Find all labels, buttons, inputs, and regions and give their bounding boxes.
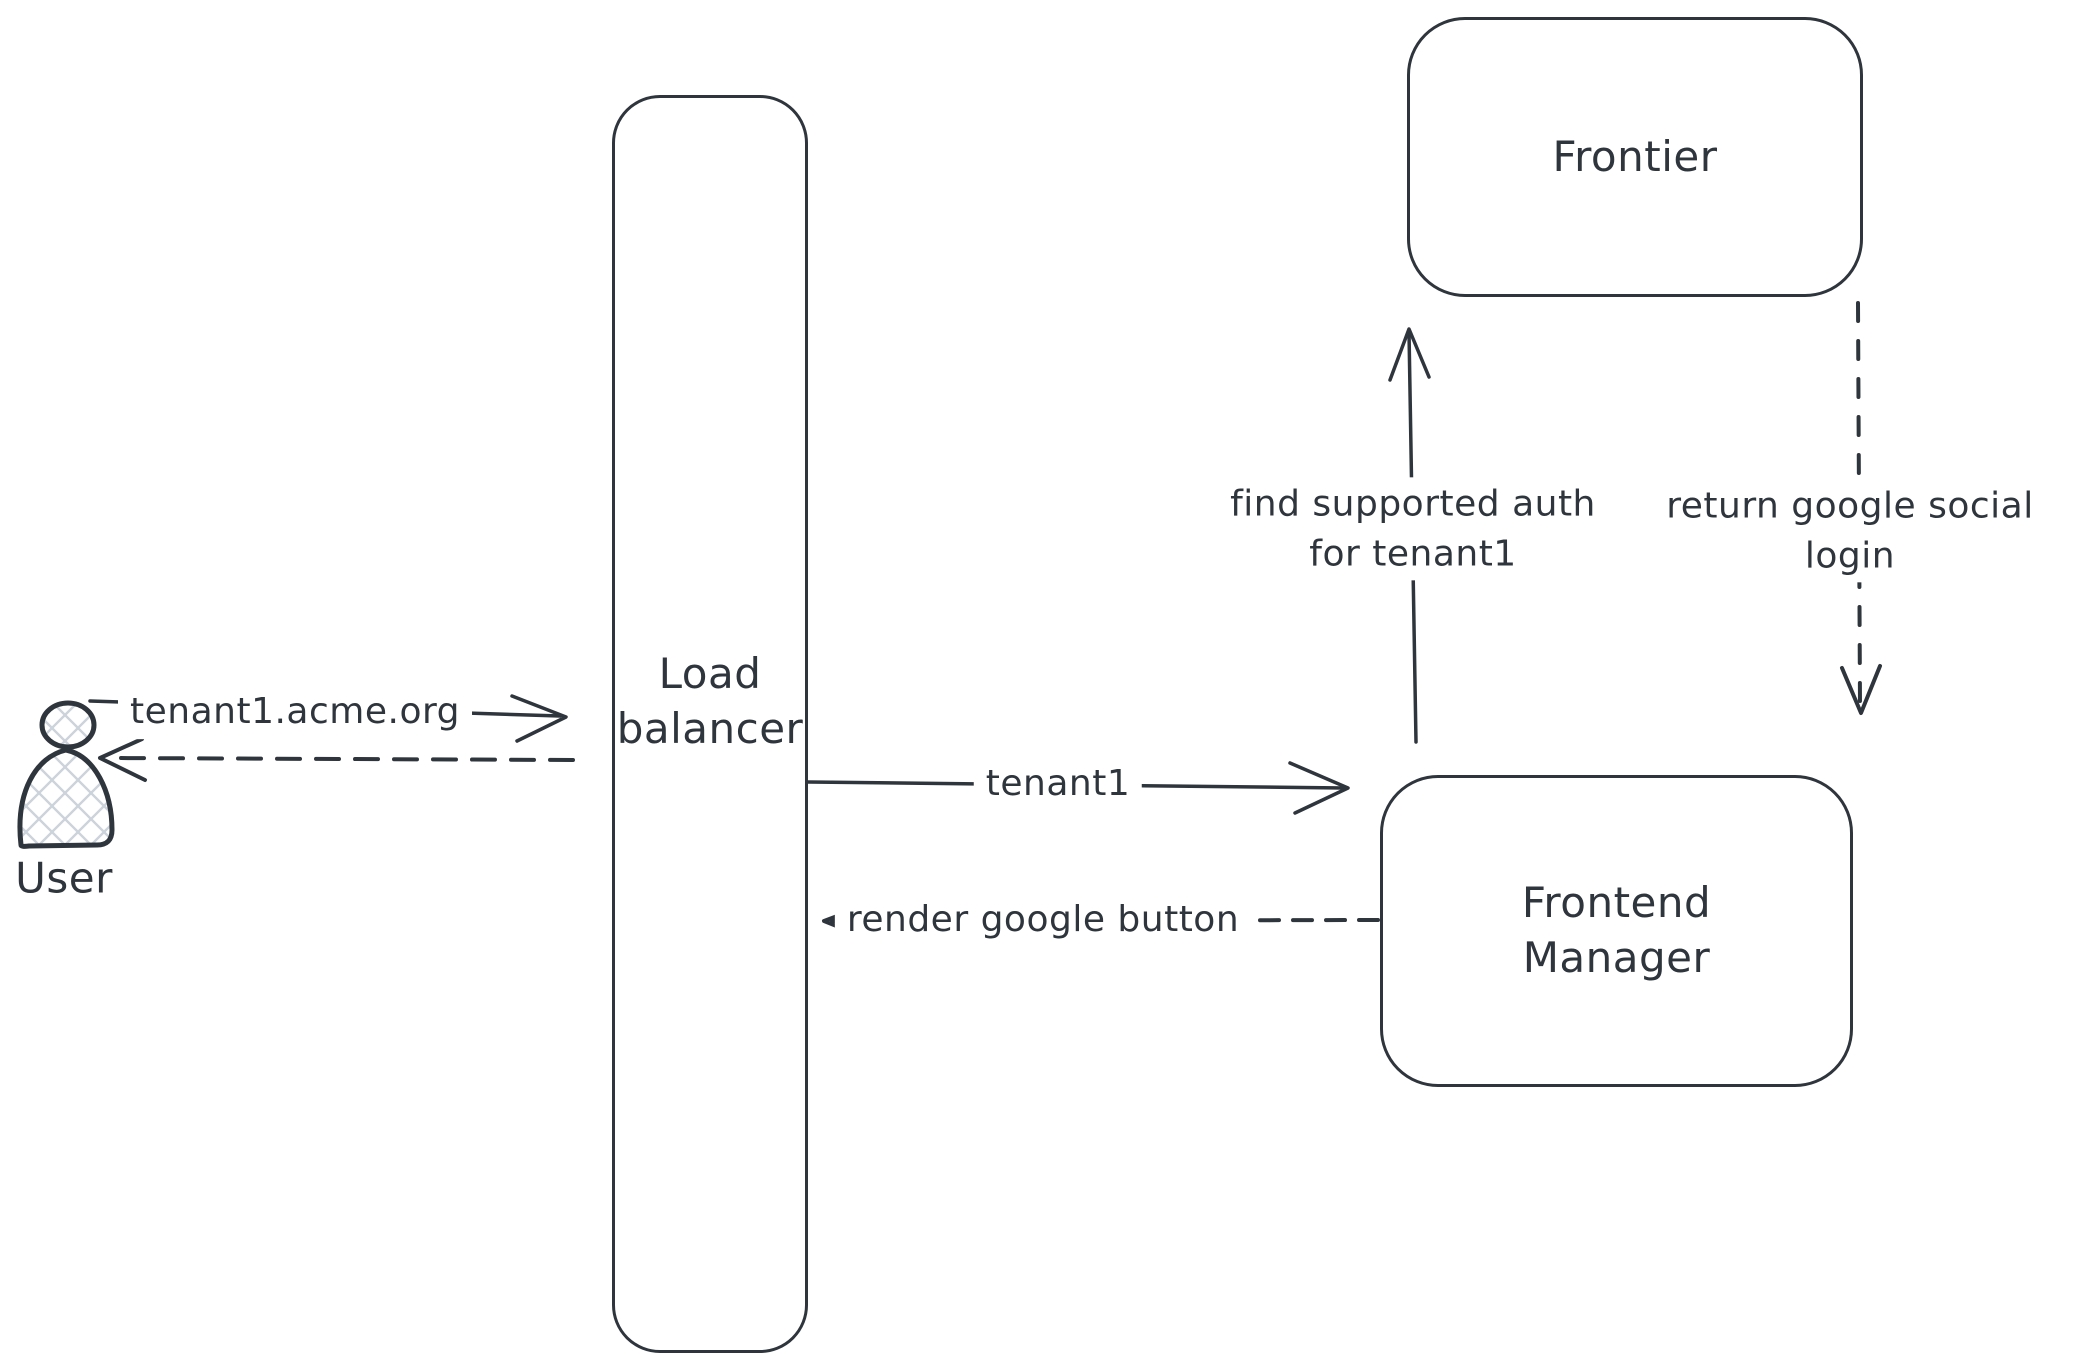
load-balancer-node: Load balancer [612,95,808,1353]
edge-label-tenant1-acme-org: tenant1.acme.org [118,685,472,739]
edge-label-return-google-social-login: return google social login [1654,479,2046,583]
edge-label-render-google-button: render google button [834,893,1252,947]
frontier-node: Frontier [1407,17,1863,297]
frontend-manager-label-line2: Manager [1522,933,1711,982]
frontend-manager-label: Frontend Manager [1522,876,1711,985]
edge-label-find-supported-auth-line2: for tenant1 [1309,533,1517,574]
person-head [39,700,97,750]
load-balancer-label-line2: balancer [616,704,804,753]
frontend-manager-label-line1: Frontend [1521,878,1712,928]
edge-label-return-google-social-login-line1: return google social [1666,485,2034,527]
load-balancer-label: Load balancer [617,647,804,756]
edge-label-tenant1: tenant1 [973,757,1143,811]
person-icon [17,700,115,849]
frontier-label: Frontier [1552,131,1718,181]
edge-label-find-supported-auth: find supported auth for tenant1 [1218,477,1608,581]
user-actor-label: User [15,853,113,903]
load-balancer-label-line1: Load [658,649,762,699]
person-body [17,747,115,849]
edge-label-return-google-social-login-line2: login [1804,535,1896,576]
arrow-load-balancer-to-user [98,737,575,782]
frontend-manager-node: Frontend Manager [1380,775,1853,1087]
edge-label-find-supported-auth-line1: find supported auth [1230,483,1596,525]
